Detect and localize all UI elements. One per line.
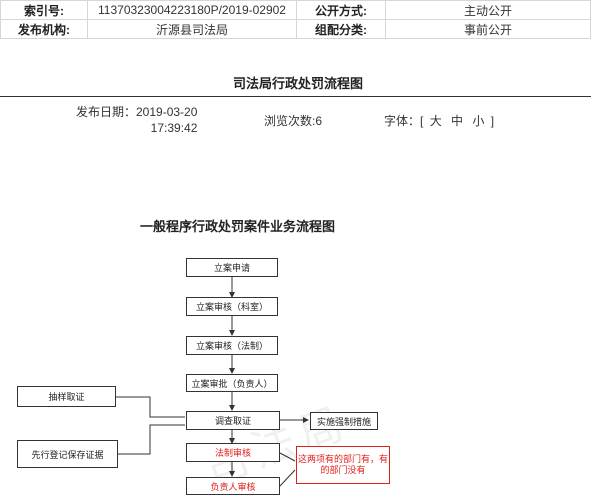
font-medium-link[interactable]: 中 (451, 114, 464, 128)
category-value: 事前公开 (385, 19, 591, 39)
flow-step-legal-review: 法制审核 (186, 443, 280, 462)
font-size-close: ] (490, 114, 495, 128)
flow-step-head-review: 负责人审核 (186, 477, 280, 495)
view-count: 浏览次数:6 (264, 112, 322, 129)
flow-step-review-legal: 立案审核（法制） (186, 336, 278, 355)
connector-sample (116, 396, 185, 418)
publisher-label: 发布机构: (0, 19, 88, 39)
publish-time: 17:39:42 (150, 121, 198, 135)
flow-step-enforcement: 实施强制措施 (310, 412, 378, 430)
font-large-link[interactable]: 大 (429, 114, 442, 128)
connector-preserve (118, 424, 185, 455)
view-count-label: 浏览次数: (264, 114, 316, 128)
font-small-link[interactable]: 小 (472, 114, 485, 128)
page-title: 司法局行政处罚流程图 (232, 76, 363, 91)
flow-step-preserve-evidence: 先行登记保存证据 (17, 440, 118, 468)
view-count-value: 6 (315, 114, 323, 128)
font-size-label: 字体：[ (384, 114, 424, 128)
publisher-value: 沂源县司法局 (87, 19, 297, 39)
title-divider (0, 96, 591, 97)
connector-note-bottom (279, 469, 296, 487)
font-size-switcher: 字体：[ 大 中 小 ] (384, 112, 494, 129)
flow-step-case-apply: 立案申请 (186, 258, 278, 277)
publish-date-label: 发布日期：2019-03-20 (76, 105, 198, 119)
flow-step-approve-head: 立案审批（负责人） (186, 374, 278, 392)
category-label: 组配分类: (296, 19, 386, 39)
meta-info-table: 索引号: 11370323004223180P/2019-02902 公开方式:… (0, 0, 591, 39)
flow-step-sample-evidence: 抽样取证 (17, 386, 116, 407)
connector-note-top (279, 452, 296, 462)
flowchart-title: 一般程序行政处罚案件业务流程图 (140, 220, 336, 235)
flow-step-review-section: 立案审核（科室） (186, 297, 278, 316)
flow-step-investigate: 调查取证 (186, 411, 280, 430)
flow-note: 这两项有的部门有，有的部门没有 (296, 446, 390, 484)
publish-date: 发布日期：2019-03-20 17:39:42 (76, 104, 197, 136)
